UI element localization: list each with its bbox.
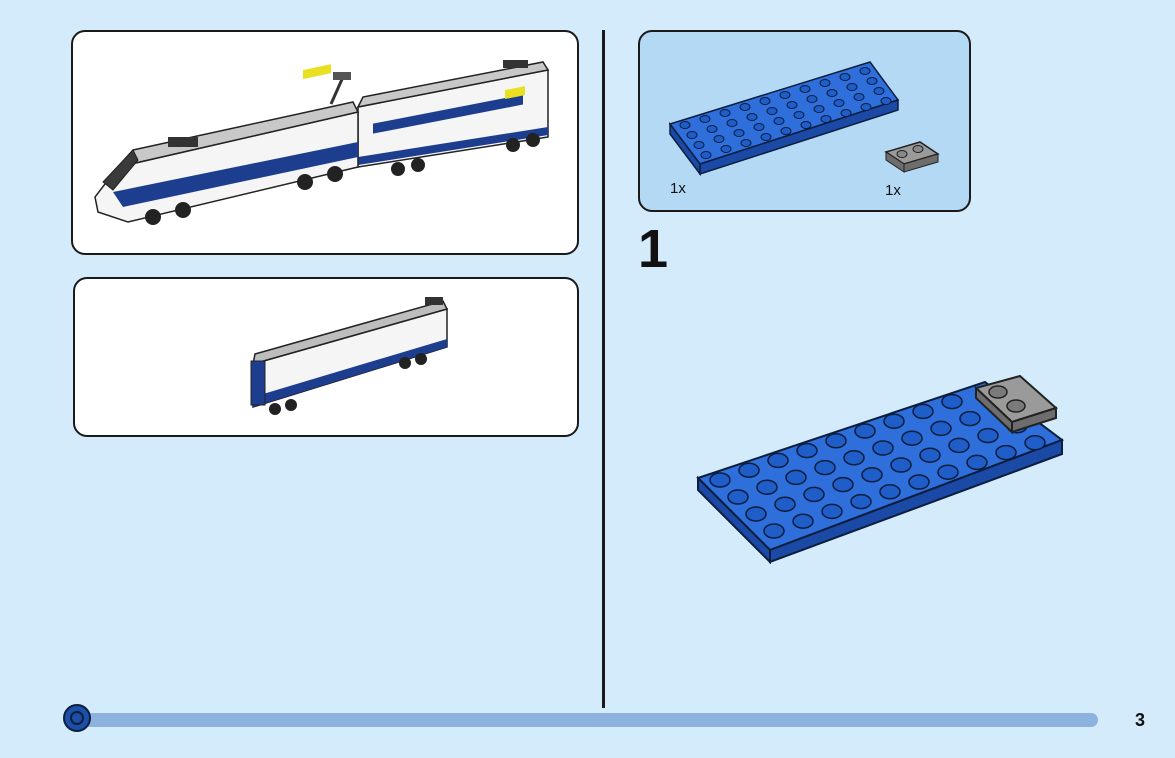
plate-stud	[908, 474, 930, 490]
plate-stud	[785, 469, 807, 486]
plate-stud	[738, 462, 760, 478]
grey-clip-part	[884, 141, 940, 173]
step-number: 1	[638, 219, 669, 279]
plate-stud	[832, 476, 854, 493]
progress-indicator-icon	[63, 704, 91, 732]
plate-stud	[901, 430, 923, 446]
plate-stud	[814, 459, 836, 476]
plate-stud	[767, 452, 789, 469]
plate-stud	[745, 506, 767, 522]
plate-stud	[803, 486, 825, 503]
plate-stud	[709, 472, 731, 488]
completed-train-panel	[71, 30, 579, 255]
plate-stud	[796, 442, 818, 459]
plate-stud	[756, 479, 778, 495]
plate-stud	[919, 447, 941, 463]
blue-plate-part	[668, 61, 900, 177]
train-illustration	[94, 60, 550, 225]
carriage-illustration	[250, 297, 449, 415]
column-divider	[602, 30, 605, 708]
page-number: 3	[1134, 710, 1145, 730]
train-front-car	[94, 64, 360, 225]
plate-stud	[727, 489, 749, 505]
plate-stud	[930, 420, 952, 437]
plate-stud	[941, 393, 963, 410]
plate-stud	[872, 440, 894, 456]
plate-stud	[763, 523, 785, 539]
plate-stud	[792, 513, 814, 529]
plate-stud	[937, 464, 959, 480]
plate-stud	[883, 413, 905, 429]
plate-stud	[850, 493, 872, 510]
plate-stud	[854, 423, 876, 439]
plate-stud	[948, 437, 970, 454]
plate-stud	[825, 433, 847, 449]
plate-stud	[879, 484, 901, 500]
plate-stud	[966, 454, 988, 471]
plate-stud	[843, 450, 865, 466]
parts-list-box: 1x 1x	[638, 30, 971, 212]
plate-stud	[774, 496, 796, 512]
plate-stud	[977, 427, 999, 444]
plate-stud	[912, 403, 934, 420]
progress-bar	[78, 713, 1098, 727]
plate-stud	[890, 457, 912, 473]
part-quantity: 1x	[670, 180, 686, 197]
plate-stud	[861, 467, 883, 483]
attached-grey-clip	[974, 374, 1058, 435]
parts-illustration	[668, 61, 940, 177]
plate-stud	[995, 444, 1017, 461]
carriage-panel	[73, 277, 579, 437]
plate-stud	[959, 410, 981, 427]
part-quantity: 1x	[885, 182, 901, 199]
train-rear-car	[356, 60, 550, 176]
plate-stud	[1024, 435, 1046, 451]
step-assembly-illustration	[696, 374, 1065, 565]
plate-stud	[821, 503, 843, 520]
pantograph	[329, 72, 351, 105]
